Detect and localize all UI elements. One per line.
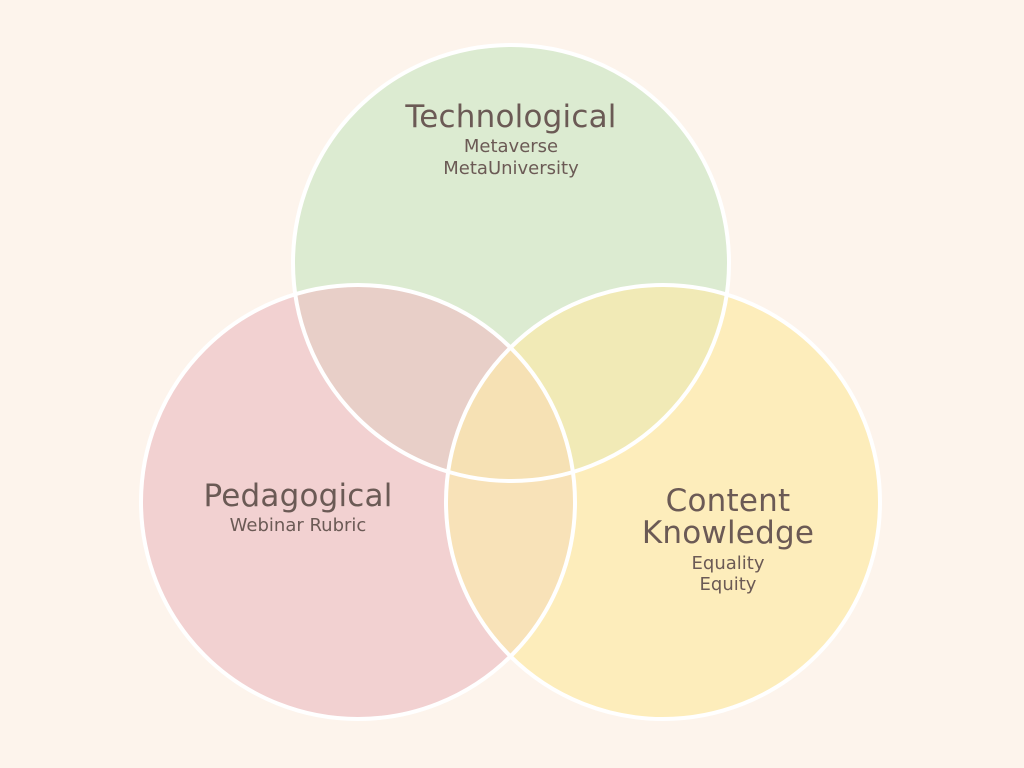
technological-item-metaverse: Metaverse (463, 136, 559, 157)
technological-pedagogical-overlap (293, 285, 575, 481)
pedagogical-title: Pedagogical (203, 478, 393, 514)
pedagogical-circle-outline (139, 283, 577, 721)
content-knowledge-title-line1: Content (665, 483, 791, 519)
pedagogical-label: Pedagogical Webinar Rubric (148, 481, 448, 537)
technological-title: Technological (405, 99, 617, 135)
technological-circle-outline (291, 43, 731, 483)
pedagogical-item-webinar-rubric: Webinar Rubric (229, 515, 367, 536)
technological-content-overlap (446, 285, 729, 481)
content-knowledge-circle-outline (444, 283, 882, 721)
content-knowledge-item-equity: Equity (699, 574, 757, 596)
content-knowledge-item-equality: Equality (691, 552, 765, 574)
content-knowledge-label: Content Knowledge Equality Equity (578, 483, 878, 596)
content-knowledge-title-line2: Knowledge (641, 514, 815, 551)
technological-label: Technological Metaverse MetaUniversity (311, 102, 711, 179)
technological-item-metauniversity: MetaUniversity (443, 157, 579, 179)
